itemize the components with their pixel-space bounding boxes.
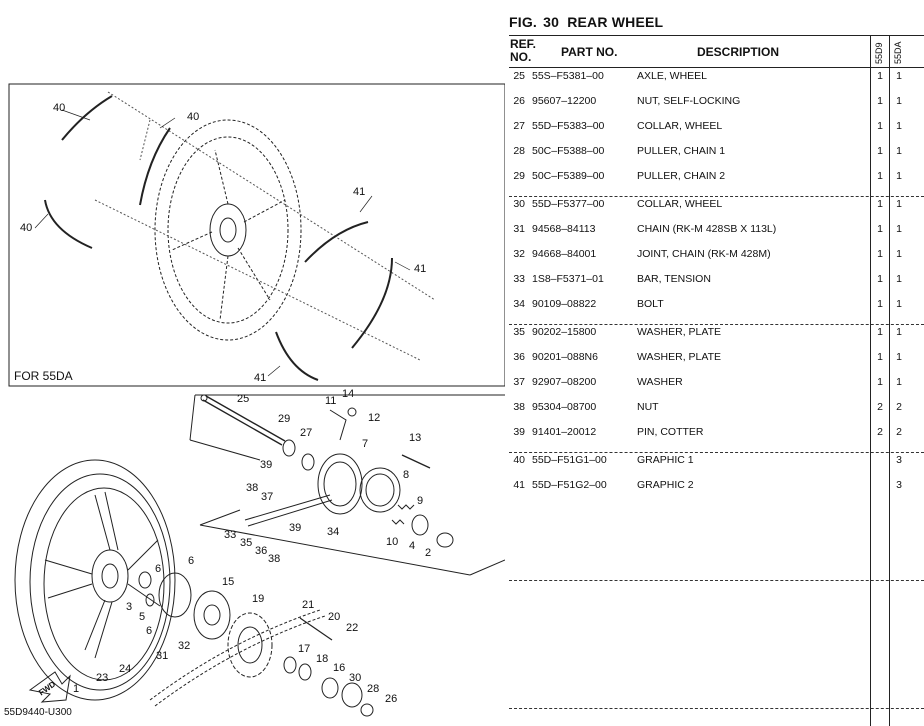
callout-10: 10	[386, 536, 399, 548]
callout-6b: 6	[188, 555, 195, 567]
callout-7: 7	[362, 438, 369, 450]
callout-3: 3	[126, 601, 133, 613]
group-separator	[509, 196, 924, 197]
callout-39a: 39	[260, 459, 273, 471]
col-desc-header: DESCRIPTION	[697, 45, 780, 59]
group-separator	[509, 324, 924, 325]
callout-1: 1	[73, 683, 80, 695]
callout-14: 14	[342, 388, 355, 400]
header-bottom-rule	[509, 67, 924, 68]
callout-15: 15	[222, 576, 235, 588]
callout-18: 18	[316, 653, 329, 665]
callout-40b: 40	[187, 111, 200, 123]
callout-26: 26	[385, 693, 398, 705]
col-model-a-header: 55D9	[874, 42, 884, 64]
callout-37: 37	[261, 491, 274, 503]
callout-13: 13	[409, 432, 422, 444]
callout-38a: 38	[246, 482, 259, 494]
callout-38b: 38	[268, 553, 281, 565]
callout-27: 27	[300, 427, 313, 439]
col-part-header: PART NO.	[561, 45, 618, 59]
callout-39b: 39	[289, 522, 302, 534]
callout-29: 29	[278, 413, 291, 425]
callout-4: 4	[409, 540, 416, 552]
callout-12: 12	[368, 412, 381, 424]
col-ref-line2: NO.	[510, 50, 532, 64]
callout-6c: 6	[146, 625, 153, 637]
inset-frame	[8, 83, 505, 387]
callout-11: 11	[325, 395, 337, 407]
col-model-b-header: 55DA	[893, 41, 903, 64]
callout-28: 28	[367, 683, 380, 695]
callout-17: 17	[298, 643, 311, 655]
callout-22: 22	[346, 622, 359, 634]
figure-name: REAR WHEEL	[567, 14, 664, 30]
diagram-drawing	[8, 83, 505, 717]
figure-prefix: FIG.	[509, 14, 538, 30]
callout-23: 23	[96, 672, 109, 684]
header-top-rule	[509, 35, 924, 36]
group-separator	[509, 452, 924, 453]
callout-41a: 41	[353, 186, 366, 198]
exploded-diagram: 40 40 40 41 41 41 FOR 55DA 25 29 27 11 1…	[4, 83, 505, 718]
figure-title: FIG. 30 REAR WHEEL	[509, 14, 663, 30]
callout-40c: 40	[20, 222, 33, 234]
group-separator	[509, 708, 924, 709]
callout-41b: 41	[414, 263, 427, 275]
callout-8: 8	[403, 469, 410, 481]
callout-19: 19	[252, 593, 265, 605]
callout-25: 25	[237, 393, 250, 405]
callout-35: 35	[240, 537, 253, 549]
col-ref-header: REF. NO.	[510, 38, 536, 64]
callout-24: 24	[119, 663, 132, 675]
callout-16: 16	[333, 662, 346, 674]
callout-34: 34	[327, 526, 340, 538]
callout-30: 30	[349, 672, 362, 684]
callout-2: 2	[425, 547, 432, 559]
inset-caption: FOR 55DA	[14, 369, 73, 383]
callout-33: 33	[224, 529, 237, 541]
callout-21: 21	[302, 599, 315, 611]
callout-40a: 40	[53, 102, 66, 114]
drawing-code: 55D9440-U300	[4, 707, 72, 718]
col-ref-line1: REF.	[510, 37, 537, 51]
callout-6a: 6	[155, 563, 162, 575]
callout-20: 20	[328, 611, 341, 623]
qty-divider-2	[889, 35, 890, 726]
callout-36: 36	[255, 545, 268, 557]
group-separator	[509, 580, 924, 581]
callout-41c: 41	[254, 372, 267, 384]
callout-31: 31	[156, 650, 169, 662]
callout-5: 5	[139, 611, 146, 623]
callout-9: 9	[417, 495, 424, 507]
qty-divider-1	[870, 35, 871, 726]
callout-32: 32	[178, 640, 191, 652]
figure-number: 30	[543, 14, 560, 30]
